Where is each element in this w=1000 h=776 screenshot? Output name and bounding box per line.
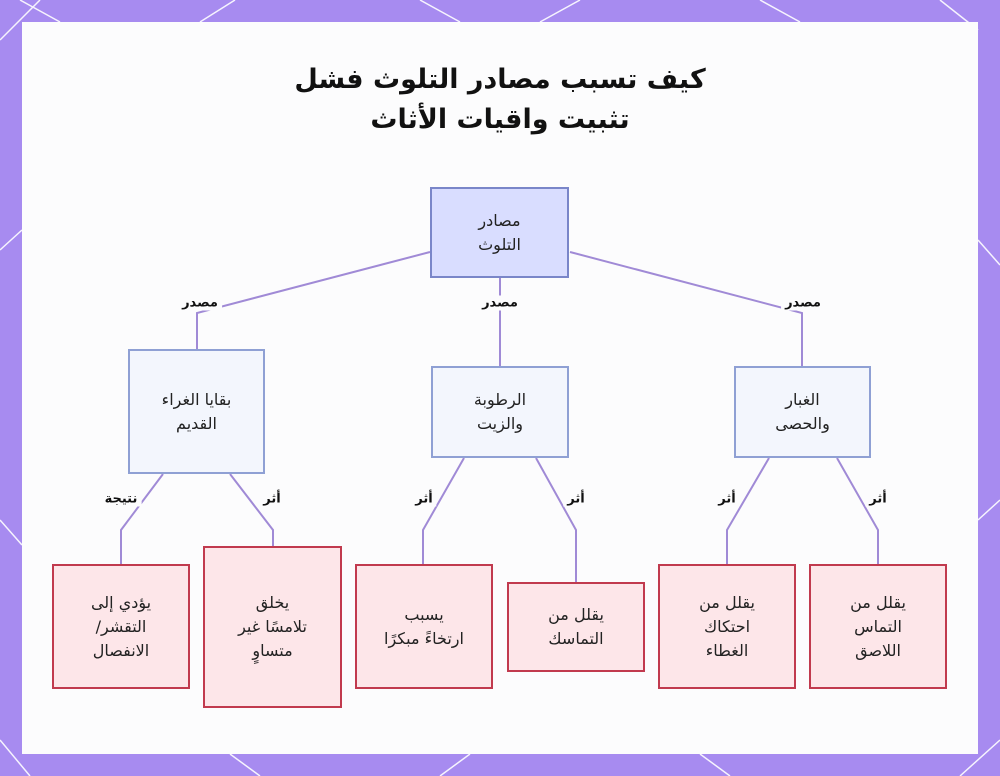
node-reduced-cover-friction: يقلل من احتكاك الغطاء: [658, 564, 796, 689]
title-line-2: تثبيت واقيات الأثاث: [370, 104, 630, 135]
node-moisture-oil-label: الرطوبة والزيت: [473, 390, 527, 433]
node-peeling-detachment: يؤدي إلى التقشر/ الانفصال: [52, 564, 190, 689]
node-uneven-contact: يخلق تلامسًا غير متساوٍ: [203, 546, 342, 708]
node-dust-grit: الغبار والحصى: [734, 366, 871, 458]
node-pollution-sources-label: مصادر التلوث: [478, 210, 521, 254]
node-early-softening-label: يسبب ارتخاءً مبكرًا: [384, 604, 464, 648]
edge-label-source-moisture: مصدر: [478, 295, 522, 311]
title-line-1: كيف تسبب مصادر التلوث فشل: [294, 64, 706, 95]
node-reduced-cohesion-label: يقلل من التماسك: [548, 605, 604, 648]
node-pollution-sources: مصادر التلوث: [430, 187, 569, 278]
node-reduced-adhesive-contact-label: يقلل من التماس اللاصق: [850, 592, 906, 660]
node-reduced-cover-friction-label: يقلل من احتكاك الغطاء: [699, 592, 755, 660]
edge-label-effect-friction: أثر: [714, 491, 740, 507]
edge-label-effect-cohesion: أثر: [563, 491, 589, 507]
edge-label-effect-contact: أثر: [865, 491, 891, 507]
edge-label-effect-softening: أثر: [411, 491, 437, 507]
diagram-title: كيف تسبب مصادر التلوث فشل تثبيت واقيات ا…: [0, 60, 1000, 140]
edge-label-source-dust: مصدر: [781, 295, 825, 311]
edge-label-result-peeling: نتيجة: [100, 491, 142, 507]
node-moisture-oil: الرطوبة والزيت: [431, 366, 569, 458]
node-reduced-cohesion: يقلل من التماسك: [507, 582, 645, 672]
edge-label-source-residue: مصدر: [178, 295, 222, 311]
edge-label-effect-uneven: أثر: [259, 491, 285, 507]
node-peeling-detachment-label: يؤدي إلى التقشر/ الانفصال: [90, 592, 152, 660]
node-dust-grit-label: الغبار والحصى: [775, 390, 830, 433]
node-old-glue-residue: بقايا الغراء القديم: [128, 349, 265, 474]
node-old-glue-residue-label: بقايا الغراء القديم: [161, 389, 232, 433]
node-uneven-contact-label: يخلق تلامسًا غير متساوٍ: [238, 593, 307, 660]
node-reduced-adhesive-contact: يقلل من التماس اللاصق: [809, 564, 947, 689]
node-early-softening: يسبب ارتخاءً مبكرًا: [355, 564, 493, 689]
